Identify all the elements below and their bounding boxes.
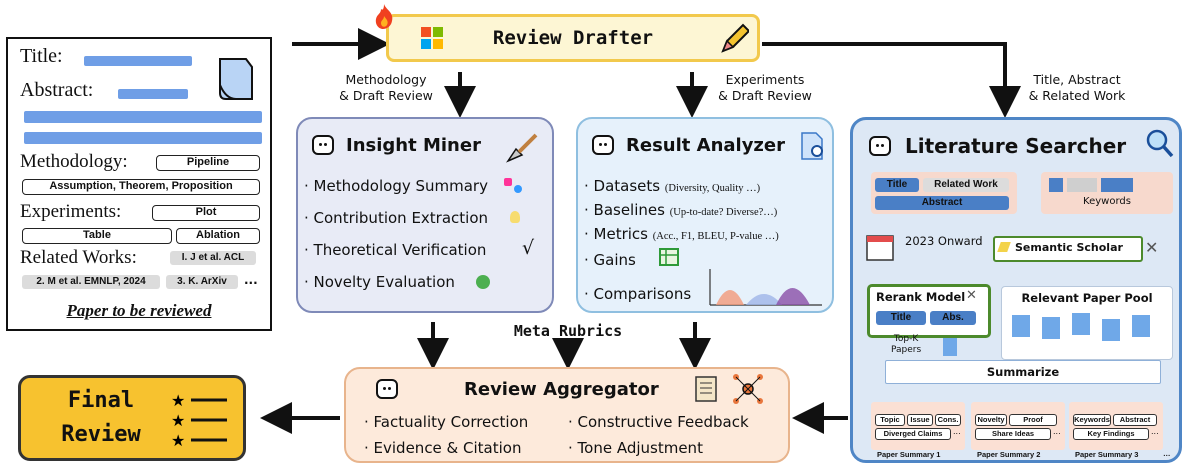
- edge-label-experiments: Experiments & Draft Review: [718, 72, 812, 103]
- tag-plot: Plot: [152, 205, 260, 221]
- svg-text:★: ★: [171, 411, 185, 430]
- abstract-line-1: [24, 111, 262, 123]
- robot-icon: [592, 135, 614, 155]
- lit-title: Literature Searcher: [905, 134, 1127, 158]
- result-item-datasets: · Datasets: [584, 177, 661, 195]
- tools-icon: ✕: [966, 288, 977, 303]
- svg-text:★: ★: [171, 391, 185, 410]
- magnifier-icon: [1146, 129, 1174, 158]
- final-review-box: Final Review ★ ★ ★: [18, 375, 246, 461]
- chip-abstract: Abstract: [875, 196, 1009, 210]
- robot-icon: [376, 379, 398, 399]
- summary-caption-2: Paper Summary 2: [977, 450, 1041, 459]
- paper-pool-box: Relevant Paper Pool: [1001, 286, 1173, 360]
- arrow-drafter-to-lit: [762, 42, 1021, 118]
- title-placeholder-bar: [84, 56, 192, 66]
- agg-item-1: · Factuality Correction: [364, 413, 529, 431]
- final-line-1: Final: [67, 388, 135, 413]
- summary-caption-1: Paper Summary 1: [877, 450, 941, 459]
- review-drafter-box: Review Drafter: [386, 14, 760, 62]
- svg-text:★: ★: [171, 431, 185, 450]
- tools-icon: ✕: [1145, 238, 1159, 257]
- ref-2: 2. M et al. EMNLP, 2024: [22, 275, 160, 289]
- ref-1: I. J et al. ACL: [170, 251, 256, 265]
- result-item-baselines: · Baselines: [584, 201, 665, 219]
- paper-summary-1: Topic Issue Cons. Diverged Claims ...: [871, 402, 965, 450]
- robot-icon: [869, 136, 891, 156]
- summary-caption-3: Paper Summary 3: [1075, 450, 1139, 459]
- paper-abstract-label: Abstract:: [20, 79, 94, 101]
- scholar-logo-icon: [997, 242, 1011, 252]
- result-item-gains: · Gains: [584, 251, 636, 269]
- agg-item-3: · Evidence & Citation: [364, 439, 522, 457]
- document-icon: [219, 58, 253, 100]
- lightbulb-icon: [510, 211, 520, 223]
- star-list-icon: ★ ★ ★: [171, 391, 227, 450]
- distribution-plot-icon: [709, 269, 822, 306]
- insight-miner-panel: Insight Miner · Methodology Summary · Co…: [296, 117, 554, 313]
- agg-item-2: · Constructive Feedback: [568, 413, 749, 431]
- ref-3: 3. K. ArXiv: [166, 275, 238, 289]
- robot-icon: [312, 135, 334, 155]
- edge-label-meta: Meta Rubrics: [513, 322, 623, 340]
- insight-title: Insight Miner: [346, 135, 481, 156]
- shovel-icon: [505, 133, 538, 163]
- paper-caption: Paper to be reviewed: [66, 301, 212, 320]
- insight-item-4: · Novelty Evaluation: [304, 273, 455, 291]
- paper-title-label: Title:: [20, 45, 63, 67]
- result-item-comparisons: · Comparisons: [584, 285, 692, 303]
- fire-icon: [375, 4, 393, 29]
- drafter-title: Review Drafter: [492, 27, 654, 49]
- scroll-icon: [695, 376, 717, 402]
- flowchart-icon: [504, 178, 512, 186]
- sqrt-icon: √: [522, 237, 535, 259]
- ref-ellipsis: ...: [244, 273, 258, 287]
- tag-table: Table: [22, 228, 172, 244]
- keywords-label: Keywords: [1083, 196, 1131, 207]
- abstract-placeholder-bar: [118, 89, 188, 99]
- aggregator-title: Review Aggregator: [464, 379, 659, 400]
- paper-card: Title: Abstract: Methodology: Pipeline A…: [6, 37, 272, 331]
- chip-title: Title: [875, 178, 919, 192]
- calendar-icon: [866, 235, 894, 261]
- insight-item-2: · Contribution Extraction: [304, 209, 489, 227]
- review-aggregator-panel: Review Aggregator · Factuality Correctio…: [344, 367, 790, 463]
- tag-assumption: Assumption, Theorem, Proposition: [22, 179, 260, 195]
- topk-label: Top-K Papers: [891, 334, 922, 355]
- summarize-bar: Summarize: [885, 360, 1161, 384]
- semantic-scholar-box: Semantic Scholar: [993, 236, 1143, 262]
- edge-label-related: Title, Abstract & Related Work: [1028, 72, 1126, 103]
- tag-pipeline: Pipeline: [156, 155, 260, 171]
- windows-logo-icon: [421, 27, 443, 49]
- paper-summary-2: Novelty Proof Share Ideas ...: [971, 402, 1065, 450]
- report-search-icon: [801, 132, 823, 160]
- methodology-label: Methodology:: [20, 151, 128, 172]
- chip-related: Related Work: [923, 178, 1009, 192]
- abstract-line-2: [24, 132, 262, 144]
- onward-label: 2023 Onward: [905, 234, 983, 248]
- insight-item-3: · Theoretical Verification: [304, 241, 487, 259]
- insight-item-1: · Methodology Summary: [304, 177, 488, 195]
- paper-summary-3: Keywords Abstract Key Findings ...: [1069, 402, 1163, 450]
- result-item-metrics: · Metrics: [584, 225, 648, 243]
- summary-caption-ellipsis: …: [1163, 449, 1171, 458]
- literature-searcher-panel: Literature Searcher Title Related Work A…: [850, 117, 1182, 463]
- network-icon: [733, 374, 763, 404]
- agg-item-4: · Tone Adjustment: [568, 439, 703, 457]
- edge-label-methodology: Methodology & Draft Review: [339, 72, 433, 103]
- result-analyzer-panel: Result Analyzer · Datasets (Diversity, Q…: [576, 117, 834, 313]
- experiments-label: Experiments:: [20, 201, 122, 222]
- related-label: Related Works:: [20, 247, 137, 268]
- table-icon: [659, 248, 679, 266]
- final-line-2: Review: [61, 422, 141, 447]
- pencil-icon: [721, 23, 749, 53]
- result-title: Result Analyzer: [626, 135, 785, 156]
- rerank-box: Rerank Model ✕ Title Abs.: [867, 284, 991, 338]
- topk-paper-icon: [943, 338, 957, 356]
- tag-ablation: Ablation: [176, 228, 260, 244]
- check-badge-icon: [476, 275, 490, 289]
